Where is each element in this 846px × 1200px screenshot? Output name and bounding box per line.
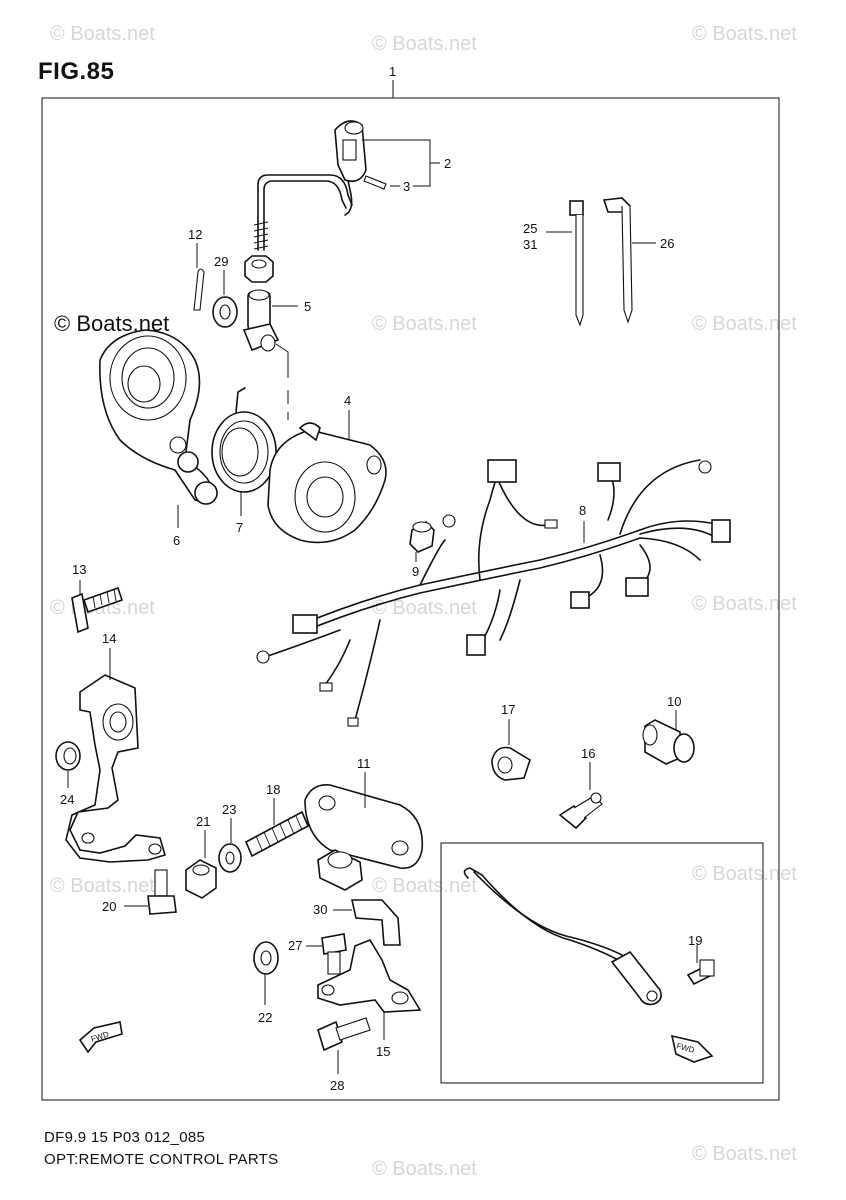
callout-16[interactable]: 16	[581, 746, 595, 761]
callout-15[interactable]: 15	[376, 1044, 390, 1059]
callout-10[interactable]: 10	[667, 694, 681, 709]
assembly-frame	[41, 97, 780, 1101]
figure-title: FIG.85	[38, 58, 115, 85]
callout-18[interactable]: 18	[266, 782, 280, 797]
part-18-stud[interactable]	[244, 810, 310, 858]
hex-nut[interactable]	[244, 255, 274, 283]
callout-1[interactable]: 1	[389, 64, 396, 79]
callout-25[interactable]: 25	[523, 221, 537, 236]
part-21-nut[interactable]	[185, 859, 217, 899]
caption-section-name: OPT:REMOTE CONTROL PARTS	[44, 1151, 279, 1168]
part-22-washer[interactable]	[253, 941, 279, 975]
callout-11[interactable]: 11	[357, 756, 371, 771]
part-9-grommet[interactable]	[409, 521, 435, 553]
part-14-bracket[interactable]	[65, 674, 166, 863]
callout-20[interactable]: 20	[102, 899, 116, 914]
part-15-bracket[interactable]	[317, 939, 422, 1013]
callout-7[interactable]: 7	[236, 520, 243, 535]
callout-12[interactable]: 12	[188, 227, 202, 242]
watermark: © Boats.net	[692, 1143, 797, 1165]
part-11-plate[interactable]	[304, 783, 424, 891]
watermark: © Boats.net	[372, 597, 477, 619]
part-24-grommet[interactable]	[55, 741, 81, 771]
watermark: © Boats.net	[692, 593, 797, 615]
part-13-screw[interactable]	[71, 586, 124, 634]
joint-link-dashed	[275, 343, 289, 420]
callout-30[interactable]: 30	[313, 902, 327, 917]
callout-21[interactable]: 21	[196, 814, 210, 829]
part-17-clip[interactable]	[491, 746, 531, 781]
part-23-washer[interactable]	[218, 843, 242, 873]
part-7-spring[interactable]	[211, 387, 277, 493]
watermark: © Boats.net	[692, 863, 797, 885]
callout-13[interactable]: 13	[72, 562, 86, 577]
part-28-bolt[interactable]	[317, 1017, 371, 1052]
part-19-cable[interactable]	[463, 867, 715, 1006]
callout-2[interactable]: 2	[444, 156, 451, 171]
part-5-joint[interactable]	[242, 289, 280, 352]
watermark: © Boats.net	[372, 33, 477, 55]
part-8-wire-harness[interactable]	[256, 459, 731, 727]
callout-5[interactable]: 5	[304, 299, 311, 314]
caption-model-code: DF9.9 15 P03 012_085	[44, 1129, 206, 1146]
part-3-pin[interactable]	[363, 175, 387, 190]
callout-8[interactable]: 8	[579, 503, 586, 518]
part-16-terminal[interactable]	[558, 792, 603, 830]
callout-9[interactable]: 9	[412, 564, 419, 579]
callout-28[interactable]: 28	[330, 1078, 344, 1093]
inset-frame	[440, 842, 764, 1084]
callout-27[interactable]: 27	[288, 938, 302, 953]
callout-26[interactable]: 26	[660, 236, 674, 251]
callout-3[interactable]: 3	[403, 179, 410, 194]
part-6-control-body[interactable]	[99, 329, 218, 505]
watermark: © Boats.net	[372, 313, 477, 335]
callout-14[interactable]: 14	[102, 631, 116, 646]
callout-23[interactable]: 23	[222, 802, 236, 817]
fwd-arrow-left: FWD	[78, 1021, 123, 1054]
callout-19[interactable]: 19	[688, 933, 702, 948]
part-30-clip[interactable]	[351, 899, 401, 946]
part-29-washer[interactable]	[212, 296, 238, 328]
watermark: © Boats.net	[50, 23, 155, 45]
watermark: © Boats.net	[372, 1158, 477, 1180]
callout-29[interactable]: 29	[214, 254, 228, 269]
callout-24[interactable]: 24	[60, 792, 74, 807]
part-12-cotter-pin[interactable]	[193, 268, 205, 311]
watermark: © Boats.net	[692, 313, 797, 335]
watermark: © Boats.net	[692, 23, 797, 45]
watermark: © Boats.net	[50, 875, 155, 897]
callout-22[interactable]: 22	[258, 1010, 272, 1025]
callout-4[interactable]: 4	[344, 393, 351, 408]
callout-17[interactable]: 17	[501, 702, 515, 717]
part-2-rod[interactable]	[253, 120, 367, 251]
watermark: © Boats.net	[372, 875, 477, 897]
part-20-bolt[interactable]	[147, 869, 177, 915]
callout-6[interactable]: 6	[173, 533, 180, 548]
part-10-bushing[interactable]	[642, 719, 695, 765]
fwd-arrow-right: FWD	[670, 1034, 714, 1063]
part-27-bolt[interactable]	[321, 933, 347, 975]
callout-31[interactable]: 31	[523, 237, 537, 252]
part-25-cable-tie[interactable]	[569, 200, 584, 327]
part-26-cable-tie-clip[interactable]	[602, 197, 633, 324]
part-4-cam-plate[interactable]	[267, 422, 387, 544]
watermark-layer: © Boats.net © Boats.net © Boats.net © Bo…	[50, 23, 797, 1180]
